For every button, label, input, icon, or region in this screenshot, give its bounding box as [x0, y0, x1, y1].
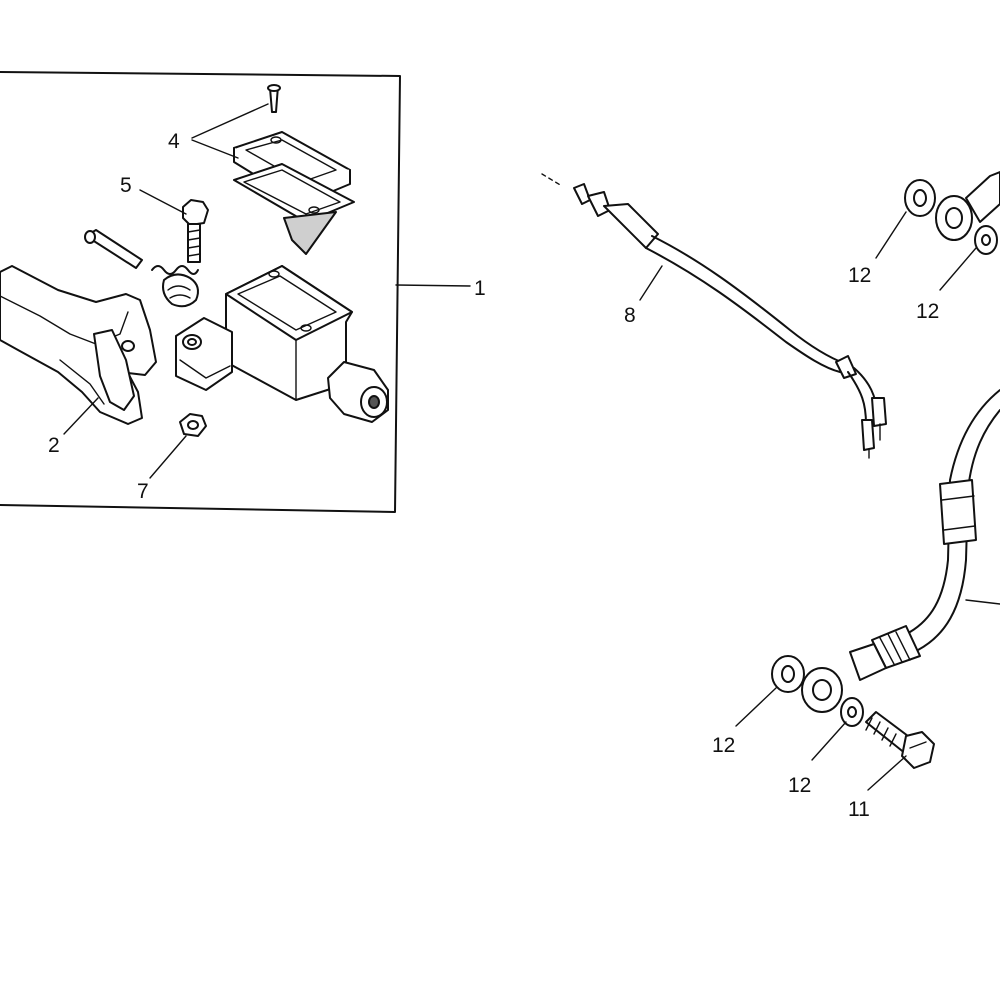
callout-brake-lever: 2	[48, 434, 60, 457]
callout-labels: 1 2 4 5 7 8 11 12 12 12 12	[48, 130, 939, 821]
leader-lines	[63, 103, 1000, 791]
callout-pivot-bolt: 5	[120, 174, 132, 197]
callout-reservoir-cap-kit: 4	[168, 130, 180, 153]
banjo-bolt	[865, 711, 935, 769]
brake-hose	[849, 389, 1000, 681]
brake-lever	[0, 265, 157, 425]
pivot-bolt	[182, 199, 209, 263]
callout-washer-lower-left: 12	[712, 734, 735, 757]
callout-washer-upper-left: 12	[848, 264, 871, 287]
callout-nut: 7	[137, 480, 149, 503]
master-cylinder-body	[175, 265, 389, 423]
callout-washer-upper-right: 12	[916, 300, 939, 323]
reservoir-cap-kit	[233, 84, 355, 255]
callout-master-cylinder: 1	[474, 277, 486, 300]
nut	[179, 413, 207, 437]
assembly-frame	[0, 71, 401, 513]
piston-pushrod	[84, 229, 199, 308]
upper-banjo-fitting	[904, 171, 1000, 255]
callout-washer-lower-right: 12	[788, 774, 811, 797]
callout-banjo-bolt: 11	[848, 798, 870, 821]
callout-brake-switch: 8	[624, 304, 636, 327]
brake-switch	[541, 173, 887, 459]
lower-banjo-fitting	[771, 655, 864, 727]
